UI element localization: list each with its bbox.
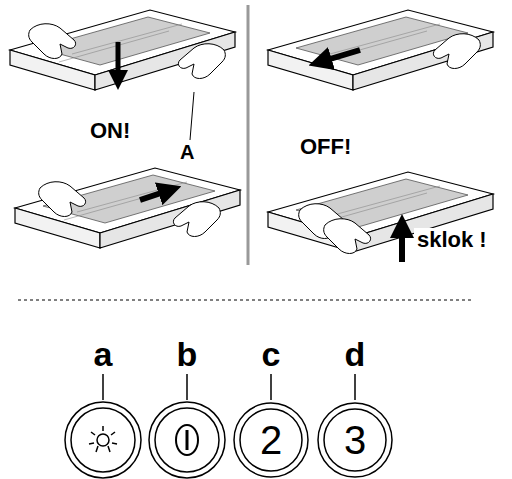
action-label: sklok ! (414, 228, 490, 252)
callout-letter: b (177, 337, 198, 371)
callout-letter: d (345, 337, 366, 371)
part-label: A (180, 142, 194, 162)
button-circle: 2 (233, 402, 309, 478)
button-number: 3 (317, 402, 393, 478)
action-label: OFF! (300, 136, 351, 158)
callout-letter: c (262, 337, 281, 371)
callout-letter: a (94, 337, 113, 371)
action-label: ON! (90, 120, 130, 142)
button-circle: 3 (317, 402, 393, 478)
button-number: 2 (233, 402, 309, 478)
